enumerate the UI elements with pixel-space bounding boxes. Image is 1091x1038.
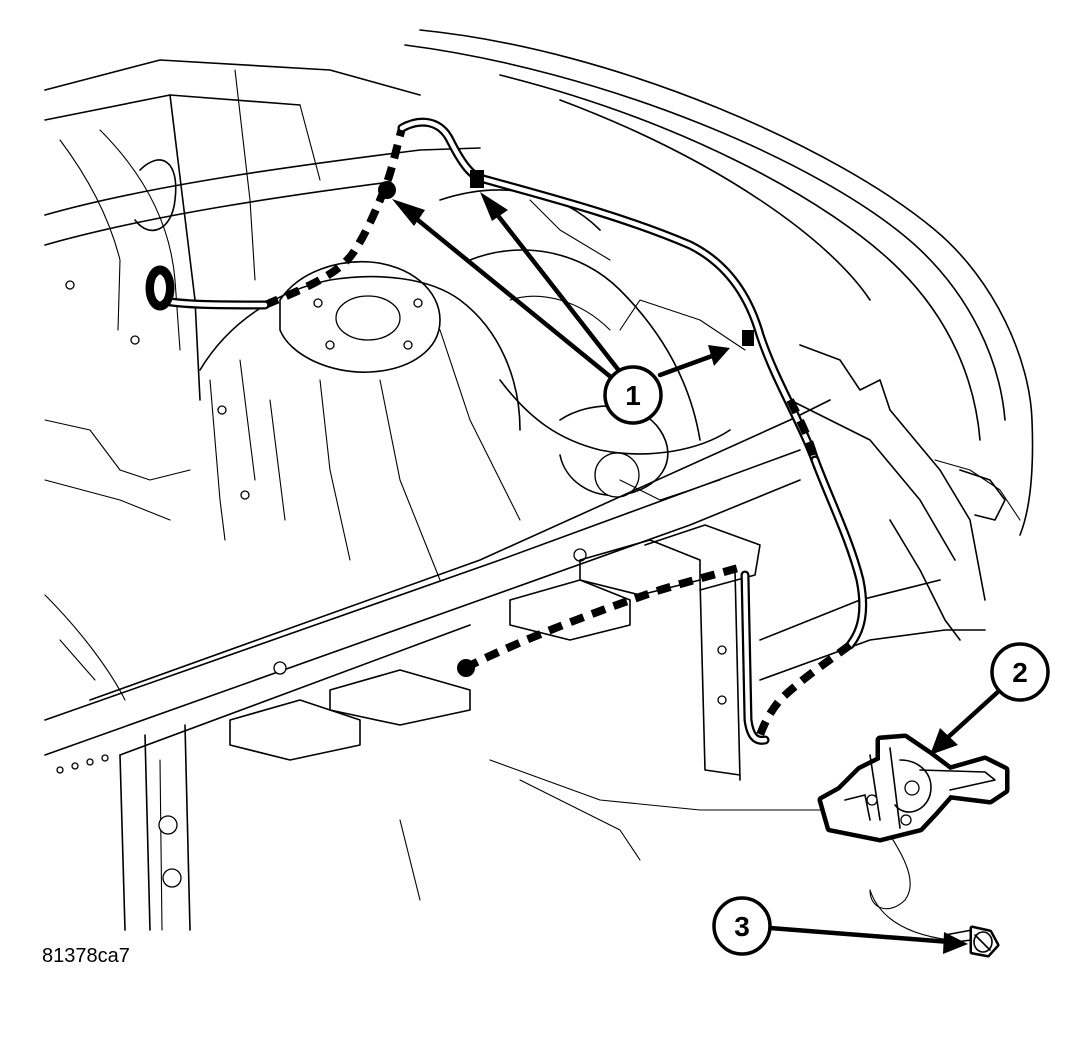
callout-2-number: 2	[1012, 657, 1028, 688]
callout-3-circle	[712, 896, 772, 956]
callout-1-number: 1	[625, 380, 641, 411]
cable-retainer	[457, 659, 475, 677]
hood-release-cable	[145, 117, 868, 745]
callout-1: 1	[392, 192, 730, 425]
cable-retainer	[470, 170, 484, 188]
cable-retainer	[742, 330, 754, 346]
callout-2-circle	[990, 642, 1050, 702]
hood-latch	[817, 733, 1010, 843]
cable-retainer	[378, 181, 396, 199]
figure-id-label: 81378ca7	[42, 945, 130, 967]
callout-3: 3	[712, 896, 968, 956]
callout-1-circle	[603, 365, 663, 425]
vehicle-body-structure	[44, 29, 1034, 941]
callout-3-number: 3	[734, 911, 750, 942]
callout-2: 2	[930, 642, 1050, 755]
